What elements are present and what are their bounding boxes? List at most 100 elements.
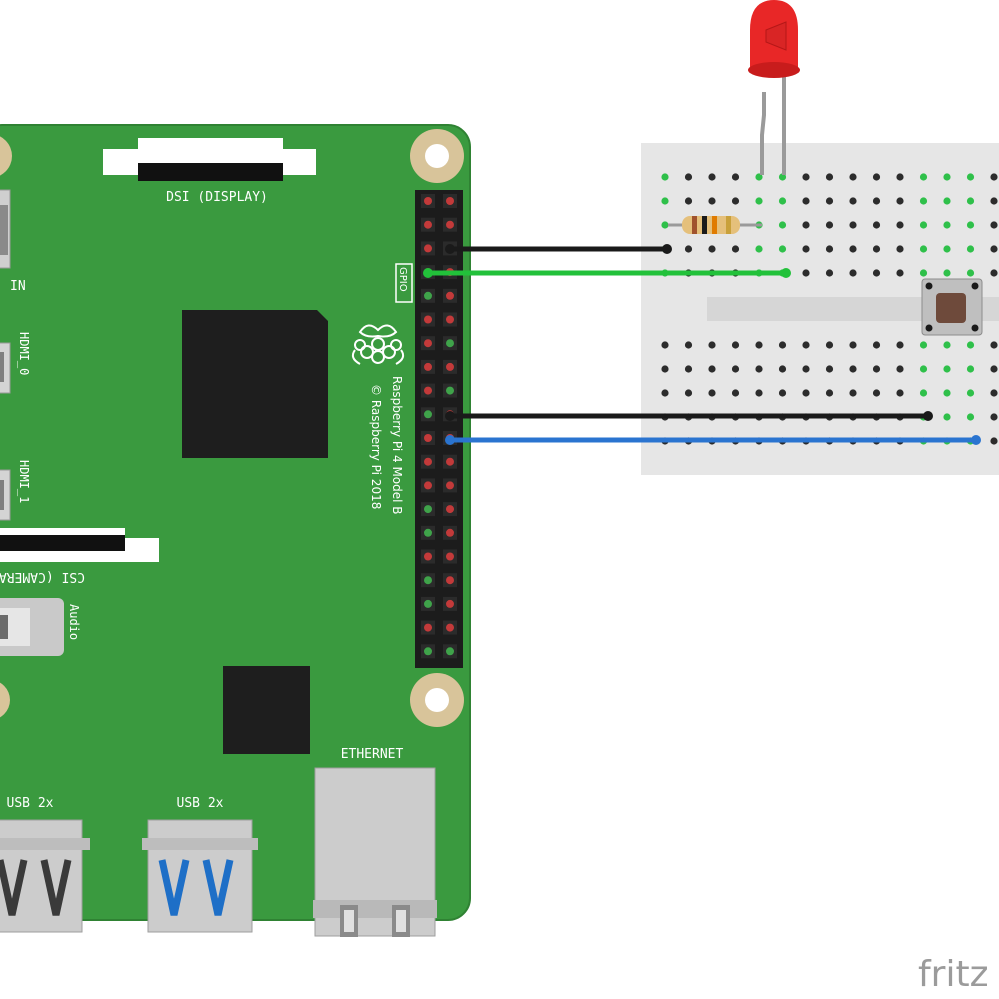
breadboard-hole	[966, 197, 975, 205]
breadboard-hole	[802, 221, 810, 229]
mounting-hole-top-right	[410, 129, 464, 183]
breadboard-hole	[990, 173, 998, 181]
breadboard-hole	[849, 197, 857, 205]
audio-label: Audio	[67, 604, 81, 640]
breadboard-hole	[825, 341, 834, 349]
pushbutton[interactable]	[921, 278, 983, 336]
breadboard-hole	[849, 341, 857, 349]
usb3-label: USB 2x	[177, 796, 224, 811]
gpio-pin	[446, 220, 454, 229]
breadboard-hole	[755, 341, 763, 349]
raspberry-pi-logo-icon	[351, 324, 405, 365]
gpio-pin	[446, 505, 454, 514]
breadboard-hole	[990, 197, 998, 205]
breadboard-hole	[755, 245, 763, 253]
breadboard-hole	[778, 221, 787, 229]
breadboard-hole	[966, 173, 975, 181]
csi-connector	[0, 528, 159, 562]
breadboard-hole	[661, 389, 669, 397]
gpio-pin	[446, 552, 454, 561]
resistor	[668, 216, 762, 234]
breadboard-hole	[825, 221, 834, 229]
breadboard-hole	[919, 389, 928, 397]
gpio-pin	[424, 197, 432, 205]
gpio-pin	[424, 434, 432, 442]
breadboard-hole	[825, 173, 834, 181]
breadboard-hole	[919, 245, 928, 253]
usb2-port	[0, 819, 90, 933]
breadboard-hole	[896, 365, 904, 373]
gpio-pin	[424, 457, 432, 466]
gpio-pin	[424, 362, 432, 371]
breadboard-hole	[919, 197, 928, 205]
breadboard-hole	[943, 365, 951, 373]
breadboard-hole	[943, 269, 951, 277]
soc-chip	[182, 310, 328, 458]
raspberry-pi-board: DSI (DISPLAY) IN HDMI_0 HDMI_1 CSI (CAME…	[0, 124, 471, 937]
gpio-label-box: GPIO	[395, 263, 413, 303]
breadboard-hole	[825, 365, 834, 373]
gpio-pin	[424, 576, 432, 585]
breadboard-hole	[990, 437, 998, 445]
gpio-pin	[446, 315, 454, 324]
breadboard-hole	[966, 221, 975, 229]
breadboard-hole	[966, 413, 975, 421]
fritzing-brand-watermark: fritz	[918, 954, 989, 995]
gpio-pin	[424, 291, 432, 300]
usb3-port	[142, 819, 258, 933]
breadboard-hole	[943, 245, 951, 253]
power-label: IN	[10, 279, 26, 294]
breadboard-hole	[731, 245, 740, 253]
hdmi0-port	[0, 342, 11, 394]
breadboard-hole	[990, 341, 998, 349]
breadboard-hole	[802, 341, 810, 349]
breadboard-hole	[849, 269, 857, 277]
gpio-label: GPIO	[397, 267, 408, 292]
breadboard-hole	[990, 365, 998, 373]
wires	[423, 244, 981, 445]
breadboard-hole	[943, 341, 951, 349]
breadboard-hole	[896, 173, 904, 181]
gpio-pin	[446, 599, 454, 608]
breadboard-hole	[990, 245, 998, 253]
breadboard-hole	[708, 197, 716, 205]
wire-black-bottom	[445, 411, 933, 421]
breadboard-hole	[896, 197, 904, 205]
breadboard-hole	[825, 197, 834, 205]
breadboard-hole	[990, 413, 998, 421]
breadboard-hole	[731, 341, 740, 349]
usb2-label: USB 2x	[7, 796, 54, 811]
gpio-pin	[446, 386, 454, 395]
breadboard-hole	[990, 221, 998, 229]
gpio-pin	[424, 410, 432, 419]
breadboard-hole	[661, 173, 669, 181]
gpio-pin	[424, 552, 432, 561]
breadboard-hole	[661, 341, 669, 349]
gpio-pin	[424, 599, 432, 608]
breadboard-hole	[943, 173, 951, 181]
ethernet-port	[313, 767, 437, 937]
breadboard-hole	[849, 389, 857, 397]
breadboard-hole	[849, 221, 857, 229]
breadboard-hole	[778, 173, 787, 181]
csi-label: CSI (CAMERA)	[0, 569, 85, 584]
breadboard-hole	[778, 389, 787, 397]
breadboard-hole	[849, 365, 857, 373]
copyright-label: © Raspberry Pi 2018	[369, 384, 383, 509]
gpio-pin	[424, 505, 432, 514]
gpio-pin	[446, 362, 454, 371]
red-led	[748, 0, 800, 175]
breadboard-hole	[966, 365, 975, 373]
breadboard-hole	[990, 269, 998, 277]
gpio-pin	[424, 339, 432, 348]
breadboard-hole	[966, 389, 975, 397]
breadboard-hole	[919, 365, 928, 373]
breadboard-hole	[919, 341, 928, 349]
gpio-pin	[424, 647, 432, 656]
breadboard-hole	[802, 173, 810, 181]
ethernet-label: ETHERNET	[341, 747, 404, 762]
breadboard-hole	[684, 365, 693, 373]
breadboard-hole	[661, 221, 669, 229]
breadboard-hole	[778, 197, 787, 205]
mounting-hole-top-left	[0, 136, 12, 176]
